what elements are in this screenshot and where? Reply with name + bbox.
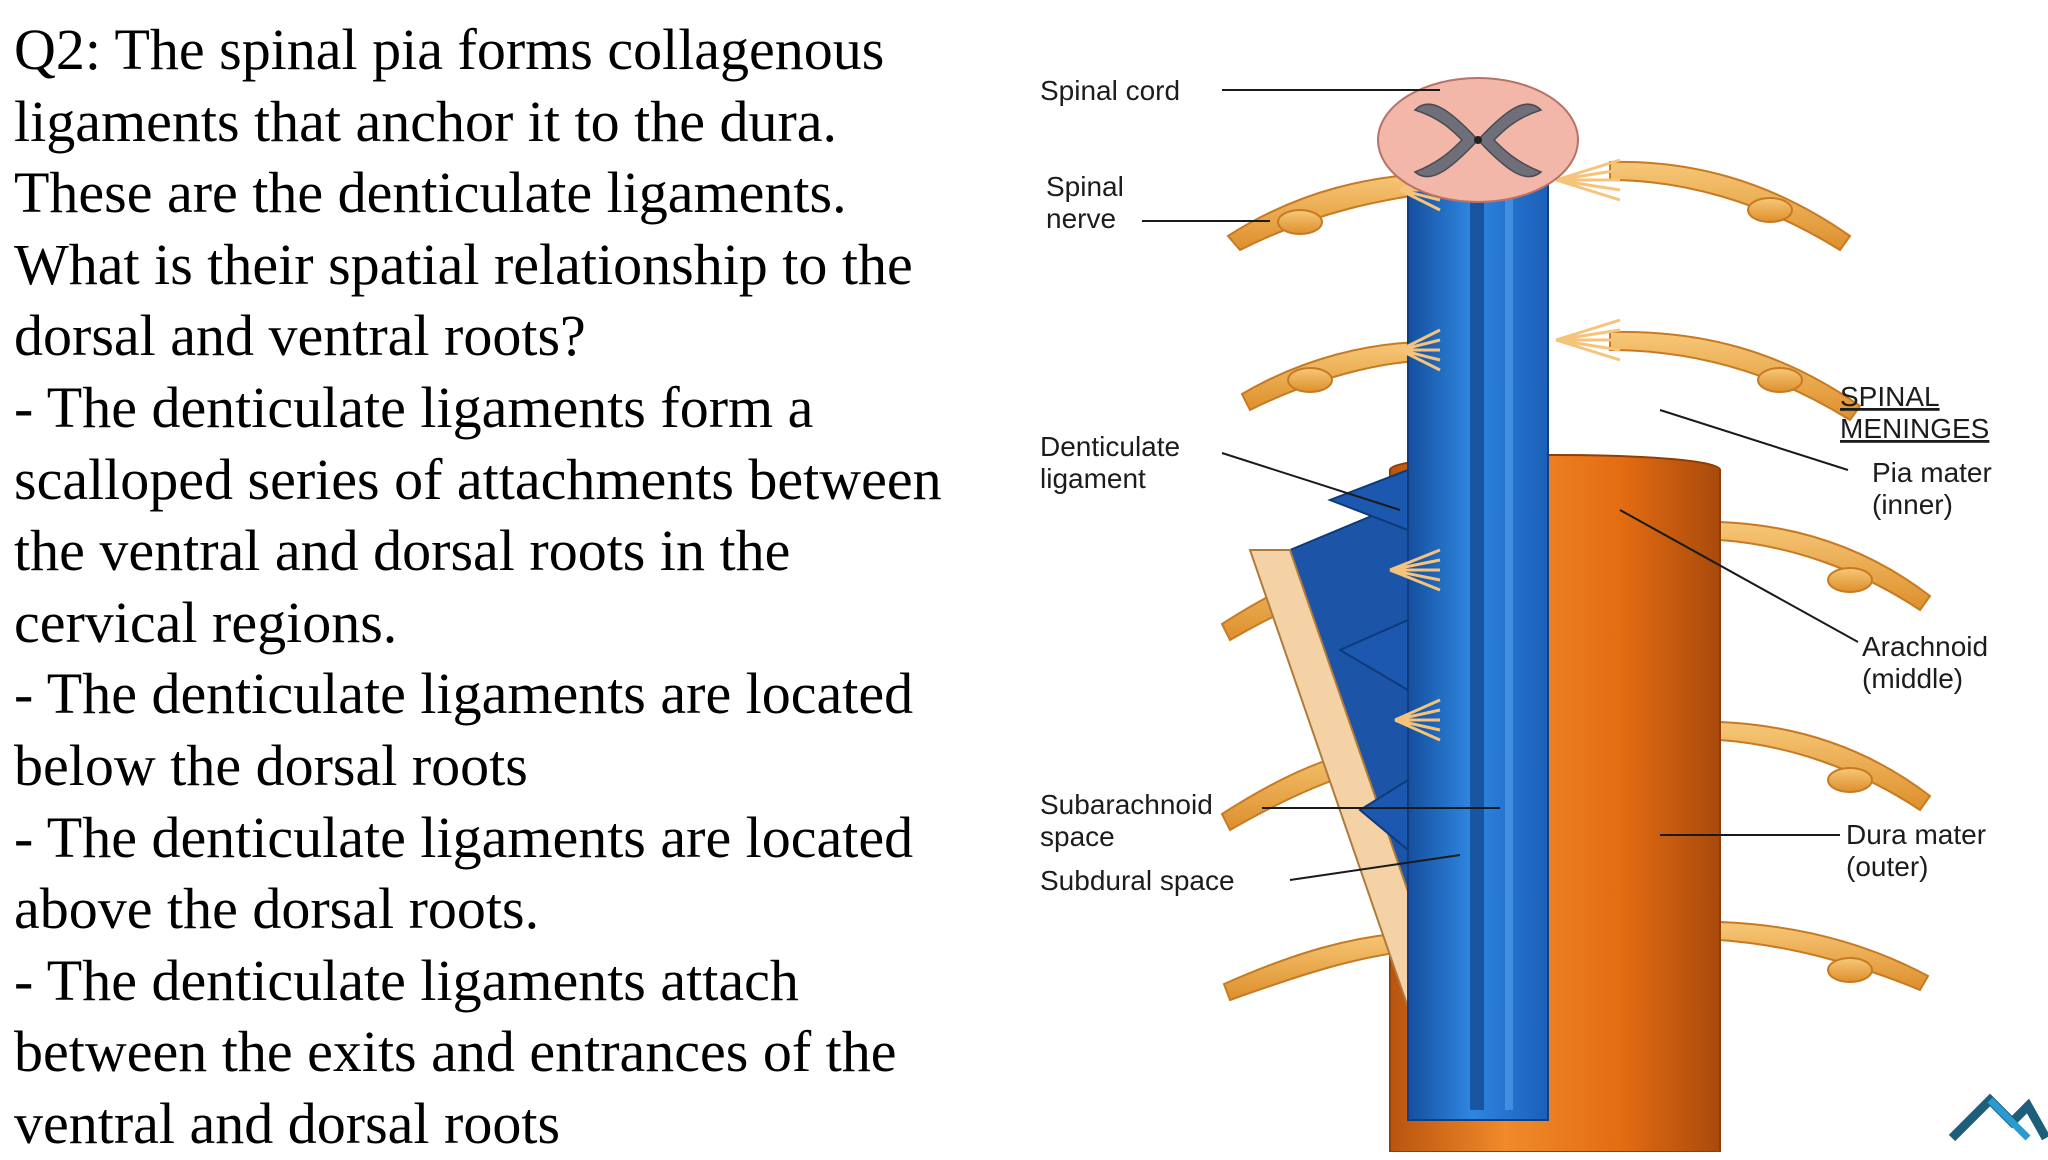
spinal-nerve-right-5 [1719,920,1930,992]
answer-option-4-line: - The denticulate ligaments attach [14,947,799,1013]
label-dura-mater-line-2: (outer) [1846,851,1928,882]
label-pia-mater-line-1: Pia mater [1872,457,1992,488]
question-line: These are the denticulate ligaments. [14,160,847,226]
label-denticulate-ligament-line-2: ligament [1040,463,1146,494]
label-spinal-meninges-line-1: SPINAL [1840,381,1940,412]
answer-option-2-line: - The denticulate ligaments are located [14,661,914,727]
spinal-nerve-right-2 [1609,330,1862,422]
ganglion [1827,767,1873,793]
spinal-nerve-right-1 [1609,160,1852,252]
column-groove [1470,150,1484,1110]
spinal-nerve-left-5 [1222,930,1421,1002]
question-line: Q2: The spinal pia forms collagenous [14,17,885,82]
denticulate-ligament-teeth [1327,468,1409,853]
answer-option-1-line: scalloped series of attachments between [14,446,942,512]
ganglion [1757,367,1803,393]
label-arachnoid-line-2: (middle) [1862,663,1963,694]
mountain-logo-icon [1948,1093,2048,1142]
answer-option-1-line: the ventral and dorsal roots in the [14,518,791,584]
label-spinal-cord: Spinal cord [1040,75,1180,106]
question-line: What is their spatial relationship to th… [14,231,913,297]
label-denticulate-ligament-line-1: Denticulate [1040,431,1180,462]
label-subarachnoid-space-line-1: Subarachnoid [1040,789,1213,820]
answer-option-4-line: ventral and dorsal roots [14,1090,561,1156]
spinal-nerve-left-2 [1240,340,1441,412]
label-subdural-space: Subdural space [1040,865,1235,896]
answer-option-4-line: between the exits and entrances of the [14,1019,897,1085]
spinal-meninges-diagram: Spinal cord Spinal nerve Denticulate lig… [1040,75,2048,1152]
label-spinal-nerve-line-1: Spinal [1046,171,1124,202]
answer-option-1-line: cervical regions. [14,589,398,655]
label-subarachnoid-space-line-2: space [1040,821,1115,852]
central-canal [1474,136,1482,144]
label-spinal-meninges-line-2: MENINGES [1840,413,1989,444]
question-text: Q2: The spinal pia forms collagenous lig… [14,14,1014,1156]
ganglion [1277,209,1323,235]
ganglion [1827,567,1873,593]
ganglion [1827,957,1873,983]
column-highlight [1505,150,1513,1110]
question-line: ligaments that anchor it to the dura. [14,88,838,154]
label-arachnoid-line-1: Arachnoid [1862,631,1988,662]
leader-lines [1142,89,1859,881]
answer-option-1-line: - The denticulate ligaments form a [14,374,814,440]
ganglion [1747,197,1793,223]
answer-option-2-line: below the dorsal roots [14,732,528,798]
grey-matter [1413,103,1543,178]
label-spinal-nerve-line-2: nerve [1046,203,1116,234]
label-dura-mater-line-1: Dura mater [1846,819,1986,850]
answer-option-3-line: above the dorsal roots. [14,876,540,942]
ganglion [1287,367,1333,393]
spinal-nerve-left-1 [1226,170,1451,252]
answer-option-3-line: - The denticulate ligaments are located [14,804,914,870]
label-pia-mater-line-2: (inner) [1872,489,1953,520]
question-line: dorsal and ventral roots? [14,303,586,369]
spinal-nerve-right-4 [1719,720,1932,812]
spinal-nerve-right-3 [1719,520,1932,612]
